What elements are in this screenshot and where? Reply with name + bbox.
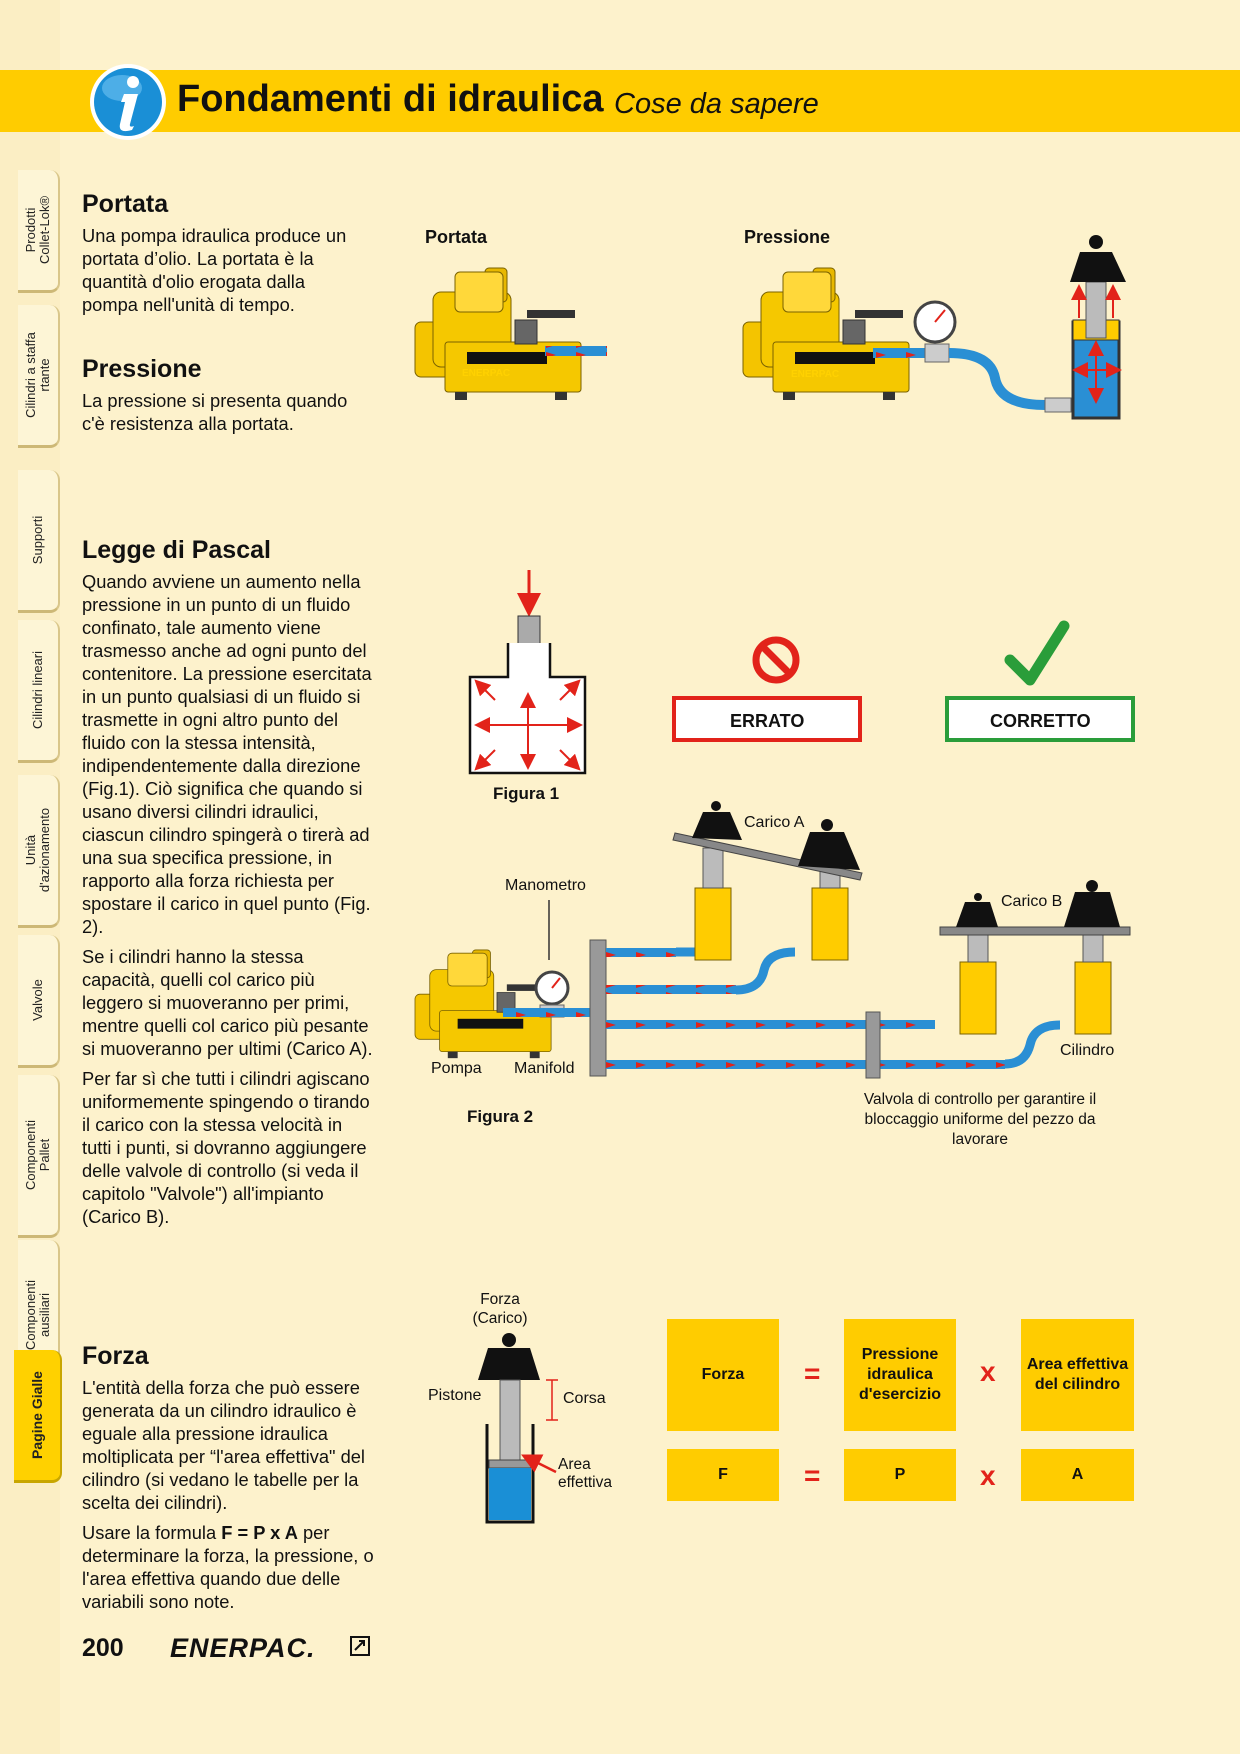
forza-carico-label: Forza (Carico) <box>472 1291 528 1327</box>
carico-b-label: Carico B <box>1001 893 1063 910</box>
pompa-label: Pompa <box>431 1060 482 1077</box>
correct-label: CORRETTO <box>990 711 1091 731</box>
formula-forza-cell: Forza <box>667 1319 779 1431</box>
footer-brand: ENERPAC. <box>170 1633 316 1663</box>
forza-text: L'entità della forza che può essere gene… <box>82 1376 374 1620</box>
formula-a-cell: A <box>1021 1449 1134 1501</box>
svg-text:ENERPAC: ENERPAC <box>791 369 839 380</box>
forza-heading: Forza <box>82 1342 149 1370</box>
portata-heading: Portata <box>82 190 169 218</box>
cilindro-label: Cilindro <box>1060 1042 1115 1059</box>
prohibited-icon <box>752 636 800 684</box>
forza-paragraph: determinare la forza, la pressione, o l'… <box>82 1545 374 1612</box>
tab-valvole[interactable]: Valvole <box>18 935 60 1068</box>
page-subtitle: Cose da sapere <box>614 88 819 120</box>
figura-1-container-diagram <box>468 570 587 775</box>
correct-box <box>945 696 1135 742</box>
pascal-paragraph: Per far sì che tutti i cilindri agiscano… <box>82 1068 370 1227</box>
valve-note: Valvola di controllo per garantire il bl… <box>863 1091 1097 1148</box>
pressione-pump-diagram: ENERPAC <box>742 235 1126 420</box>
formula-pressione-cell: Pressione idraulica d'esercizio <box>844 1319 956 1431</box>
times-sign: x <box>980 1460 996 1491</box>
tab-collet-lok[interactable]: Prodotti Collet-Lok® <box>18 170 60 293</box>
brand-logo-icon <box>350 1636 370 1656</box>
figura-2-caption: Figura 2 <box>467 1107 534 1126</box>
portata-text: Una pompa idraulica produce un portata d… <box>82 225 347 315</box>
formula-p-cell: P <box>844 1449 956 1501</box>
tab-componenti-pallet[interactable]: Componenti Pallet <box>18 1075 60 1238</box>
chapter-sidebar: Prodotti Collet-Lok® Cilindri a staffa r… <box>0 0 62 1754</box>
formula-area-cell: Area effettiva del cilindro <box>1021 1319 1134 1431</box>
svg-text:ENERPAC: ENERPAC <box>462 368 510 379</box>
figura-1-caption: Figura 1 <box>493 784 560 803</box>
forza-paragraph: L'entità della forza che può essere gene… <box>82 1377 365 1513</box>
pascal-heading: Legge di Pascal <box>82 536 271 564</box>
equals-sign: = <box>804 1460 821 1491</box>
manifold-label: Manifold <box>514 1060 575 1077</box>
figura-2-system-diagram <box>414 801 1131 1079</box>
pressione-text: La pressione si presenta quando c'è resi… <box>82 390 348 434</box>
tab-pagine-gialle[interactable]: Pagine Gialle <box>14 1350 62 1483</box>
pressione-heading: Pressione <box>82 355 202 383</box>
info-icon <box>90 64 166 140</box>
carico-a-label: Carico A <box>744 814 805 831</box>
checkmark-icon <box>1004 620 1070 686</box>
portata-pump-diagram: ENERPAC <box>414 267 607 401</box>
forza-cylinder-diagram <box>478 1333 558 1524</box>
tab-unita-azionamento[interactable]: Unità d'azionamento <box>18 775 60 928</box>
corsa-label: Corsa <box>563 1390 606 1407</box>
manometro-label: Manometro <box>505 877 586 894</box>
pascal-paragraph: Se i cilindri hanno la stessa capacità, … <box>82 946 373 1059</box>
pistone-label: Pistone <box>428 1387 482 1404</box>
formula-inline: F = P x A <box>221 1522 298 1543</box>
pascal-text: Quando avviene un aumento nella pression… <box>82 570 374 1235</box>
equals-sign: = <box>804 1358 821 1389</box>
tab-cilindri-lineari[interactable]: Cilindri lineari <box>18 620 60 763</box>
area-effettiva-label: Area effettiva <box>558 1456 613 1491</box>
times-sign: x <box>980 1356 996 1387</box>
wrong-label: ERRATO <box>730 711 805 731</box>
wrong-box <box>672 696 862 742</box>
forza-formula-line: Usare la formula F = P x A per <box>82 1522 330 1543</box>
pascal-paragraph: Quando avviene un aumento nella pression… <box>82 571 372 937</box>
tab-cilindri-staffa[interactable]: Cilindri a staffa rtante <box>18 305 60 448</box>
page-title: Fondamenti di idraulica <box>177 78 604 120</box>
tab-supporti[interactable]: Supporti <box>18 470 60 613</box>
pressione-figure-label: Pressione <box>744 227 831 247</box>
formula-f-cell: F <box>667 1449 779 1501</box>
header-band <box>0 70 1240 132</box>
portata-figure-label: Portata <box>425 227 488 247</box>
page-number: 200 <box>82 1634 124 1662</box>
